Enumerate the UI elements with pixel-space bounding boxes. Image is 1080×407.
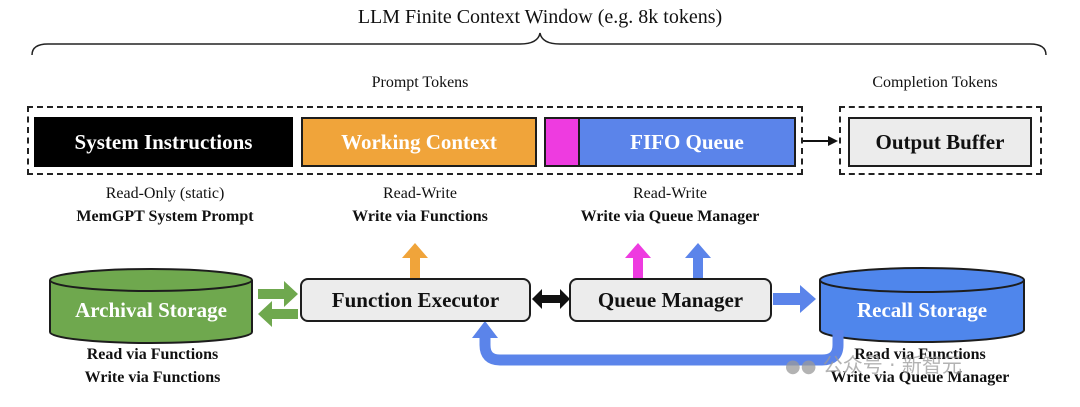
system-access-label: Read-Only (static)	[105, 185, 225, 202]
archival-storage-label: Archival Storage	[75, 298, 227, 322]
archival-to-executor-arrow	[258, 281, 298, 307]
completion-tokens-container	[839, 106, 1042, 175]
watermark: ●● 公众号 · 新智元	[785, 349, 962, 378]
context-window-brace	[31, 32, 1047, 56]
diagram-title: LLM Finite Context Window (e.g. 8k token…	[357, 6, 723, 28]
fifo-head-block	[544, 117, 580, 167]
watermark-text: 公众号 · 新智元	[822, 353, 962, 377]
output-buffer-block: Output Buffer	[848, 117, 1032, 167]
output-buffer-label: Output Buffer	[875, 129, 1005, 154]
executor-to-working-arrow	[402, 243, 428, 278]
recall-read-label: Read via Functions	[854, 346, 986, 363]
recall-to-executor-return	[479, 330, 844, 366]
prompt-tokens-container	[27, 106, 803, 175]
queue-manager-label: Queue Manager	[597, 287, 744, 312]
system-instructions-label: System Instructions	[74, 129, 253, 154]
working-context-label: Working Context	[341, 129, 497, 154]
recall-to-executor-arrowhead	[472, 321, 498, 338]
fifo-queue-label: FIFO Queue	[630, 129, 744, 154]
queue-to-recall-arrow	[773, 285, 816, 313]
function-executor-label: Function Executor	[331, 287, 500, 312]
recall-storage-cylinder	[819, 267, 1025, 343]
queue-to-fifo-head-arrow	[625, 243, 651, 278]
executor-queue-double-arrow	[532, 289, 570, 309]
prompt-to-output-arrowhead	[828, 136, 838, 146]
fifo-queue-block: FIFO Queue	[578, 117, 796, 167]
queue-to-fifo-arrow	[685, 243, 711, 278]
function-executor-block: Function Executor	[300, 278, 531, 322]
queue-manager-block: Queue Manager	[569, 278, 772, 322]
fifo-detail-label: Write via Queue Manager	[580, 208, 760, 225]
prompt-tokens-label: Prompt Tokens	[371, 74, 469, 91]
archival-write-label: Write via Functions	[84, 369, 221, 386]
archival-storage-cylinder	[49, 268, 253, 344]
working-context-block: Working Context	[301, 117, 537, 167]
system-instructions-block: System Instructions	[34, 117, 293, 167]
recall-storage-label: Recall Storage	[856, 298, 988, 322]
working-access-label: Read-Write	[383, 185, 457, 202]
completion-tokens-label: Completion Tokens	[872, 74, 998, 91]
working-detail-label: Write via Functions	[352, 208, 488, 225]
executor-to-archival-arrow	[258, 301, 298, 327]
fifo-access-label: Read-Write	[633, 185, 707, 202]
wechat-icon: ●●	[785, 356, 817, 377]
system-detail-label: MemGPT System Prompt	[76, 208, 254, 225]
recall-write-label: Write via Queue Manager	[830, 369, 1010, 386]
archival-read-label: Read via Functions	[86, 346, 219, 363]
